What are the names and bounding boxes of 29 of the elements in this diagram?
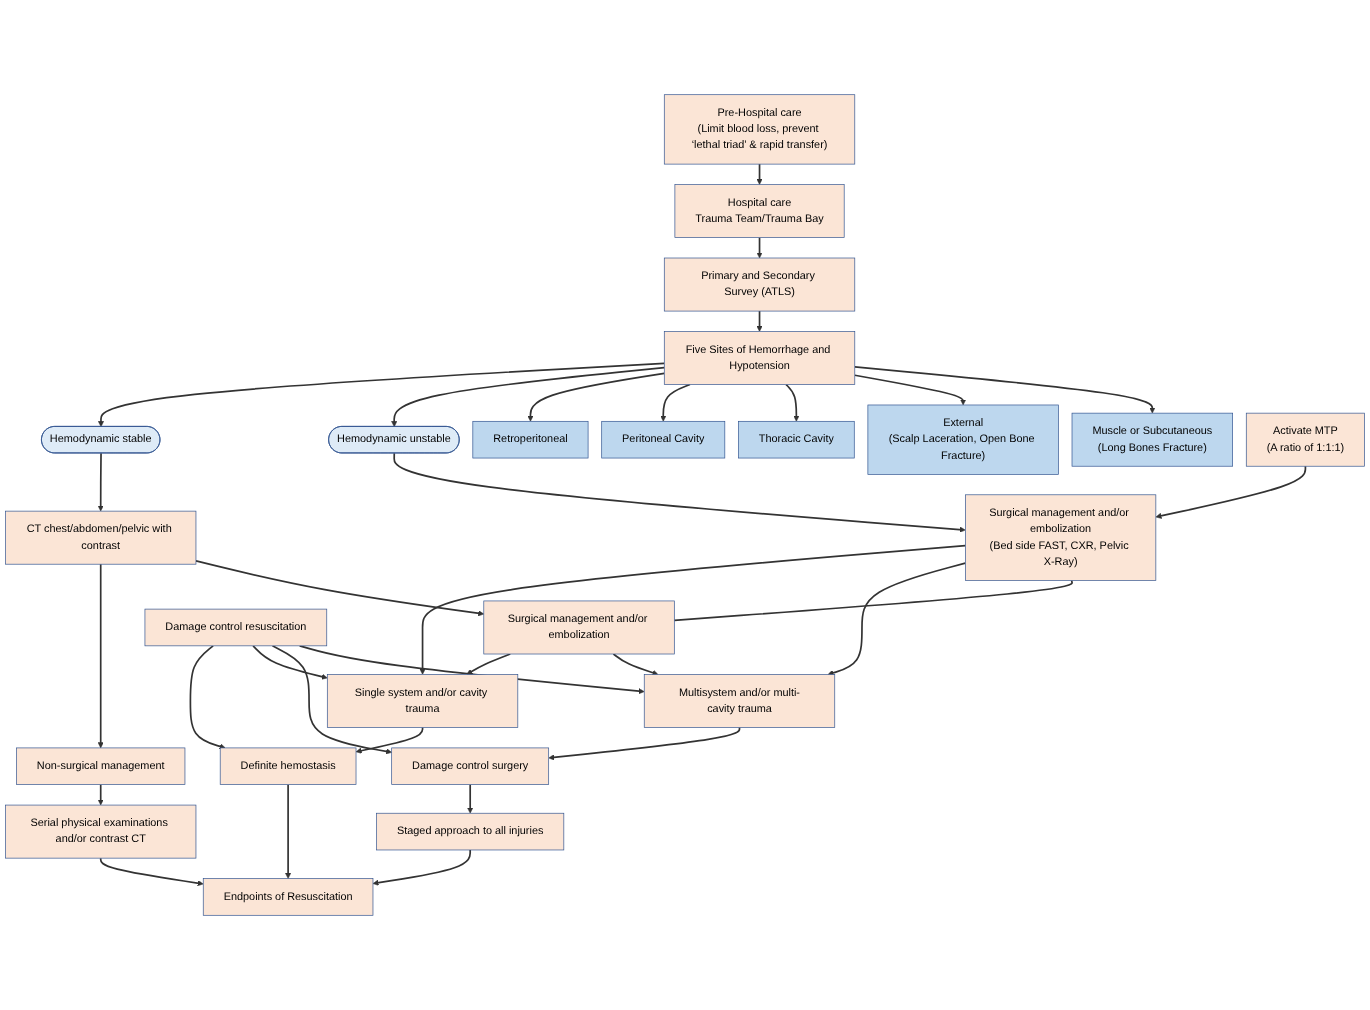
arrow <box>612 653 659 676</box>
arrow <box>756 163 763 185</box>
arrow <box>393 452 966 533</box>
arrow <box>1155 465 1307 519</box>
arrow <box>527 372 666 422</box>
arrow <box>660 383 691 422</box>
arrow <box>97 563 104 749</box>
arrow <box>97 783 104 806</box>
arrow <box>853 374 967 406</box>
arrow <box>99 857 204 887</box>
connector <box>673 579 1073 622</box>
arrow <box>785 383 800 422</box>
arrow <box>419 544 967 675</box>
arrow <box>467 783 474 814</box>
arrow <box>372 849 472 886</box>
arrow <box>355 726 424 754</box>
arrow <box>548 726 741 761</box>
arrow <box>466 653 512 675</box>
arrow <box>285 783 292 879</box>
arrow <box>756 236 763 259</box>
arrow <box>98 362 666 427</box>
arrow <box>252 645 328 680</box>
arrow <box>853 366 1156 414</box>
arrow <box>391 366 666 427</box>
arrow <box>189 645 226 750</box>
arrow <box>271 645 392 755</box>
arrow <box>97 452 104 512</box>
arrow <box>195 560 485 617</box>
arrow <box>827 562 967 676</box>
